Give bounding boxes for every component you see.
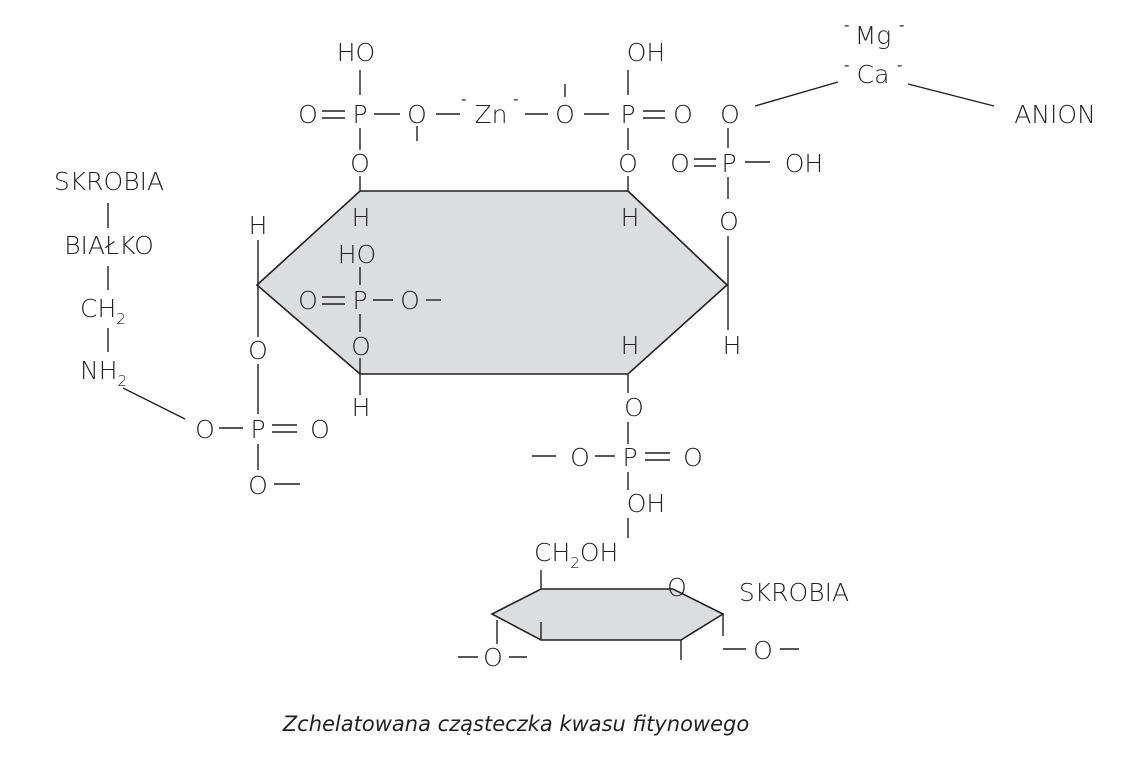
bond	[754, 81, 839, 107]
starch-o-right: O	[753, 636, 773, 665]
bottom-oh: OH	[627, 489, 665, 518]
mg-minus-left: -	[844, 16, 849, 34]
top-right-o-bridge: O	[555, 100, 575, 129]
inner-o-side: O	[400, 286, 420, 315]
ring-h: H	[352, 203, 371, 232]
ring-h: H	[249, 211, 268, 240]
starch-ring	[490, 588, 725, 641]
bialko-label: BIAŁKO	[64, 231, 154, 260]
inner-ho: HO	[338, 240, 376, 269]
bottom-o-ring: O	[624, 393, 644, 422]
left-o-ring: O	[248, 336, 268, 365]
skrobia-right-label: SKROBIA	[739, 578, 849, 607]
top-left-o-ring: O	[350, 149, 370, 178]
mg-ion: Mg	[855, 21, 892, 50]
inositol-ring	[255, 190, 729, 375]
left-o-double: O	[310, 415, 330, 444]
left-o-bottom: O	[248, 471, 268, 500]
right-oh: OH	[785, 149, 823, 178]
starch-o-left: O	[483, 643, 503, 672]
top-right-o-double: O	[673, 100, 693, 129]
left-o-outer: O	[195, 415, 215, 444]
top-right-p: P	[620, 100, 635, 129]
zn-ion: Zn	[475, 100, 508, 129]
inner-p: P	[352, 286, 367, 315]
bottom-o-double: O	[683, 443, 703, 472]
ring-h: H	[621, 331, 640, 360]
bottom-p: P	[622, 443, 637, 472]
right-o-top: O	[720, 100, 740, 129]
ch2oh-group: CH2OH	[534, 538, 618, 572]
top-left-o-bridge: O	[407, 100, 427, 129]
ring-h: H	[352, 393, 371, 422]
top-right-o-ring: O	[618, 149, 638, 178]
ca-ion: Ca	[857, 60, 890, 89]
mg-minus-right: -	[899, 16, 904, 34]
inner-o-ring: O	[351, 332, 371, 361]
bottom-o-outer: O	[570, 443, 590, 472]
zn-minus-right: -	[513, 90, 518, 108]
right-o-double: O	[670, 149, 690, 178]
skrobia-left-label: SKROBIA	[54, 167, 164, 196]
starch-ring-o: O	[667, 573, 687, 602]
right-p: P	[721, 149, 736, 178]
bond	[122, 387, 186, 420]
right-o-ring: O	[719, 207, 739, 236]
inner-o-double: O	[298, 286, 318, 315]
top-left-ho: HO	[337, 38, 375, 67]
bond	[907, 83, 995, 107]
ch2-group: CH2	[80, 294, 126, 328]
ring-h: H	[621, 203, 640, 232]
top-right-oh: OH	[627, 38, 665, 67]
top-left-o-double: O	[298, 100, 318, 129]
zn-minus-left: -	[461, 90, 466, 108]
ca-minus-left: -	[844, 56, 849, 74]
top-left-p: P	[352, 100, 367, 129]
nh2-group: NH2	[80, 356, 127, 390]
ring-h: H	[723, 331, 742, 360]
anion-label: ANION	[1014, 100, 1096, 129]
left-p: P	[250, 415, 265, 444]
ca-minus-right: -	[897, 56, 902, 74]
figure-caption: Zchelatowana cząsteczka kwasu fitynowego	[282, 712, 749, 736]
